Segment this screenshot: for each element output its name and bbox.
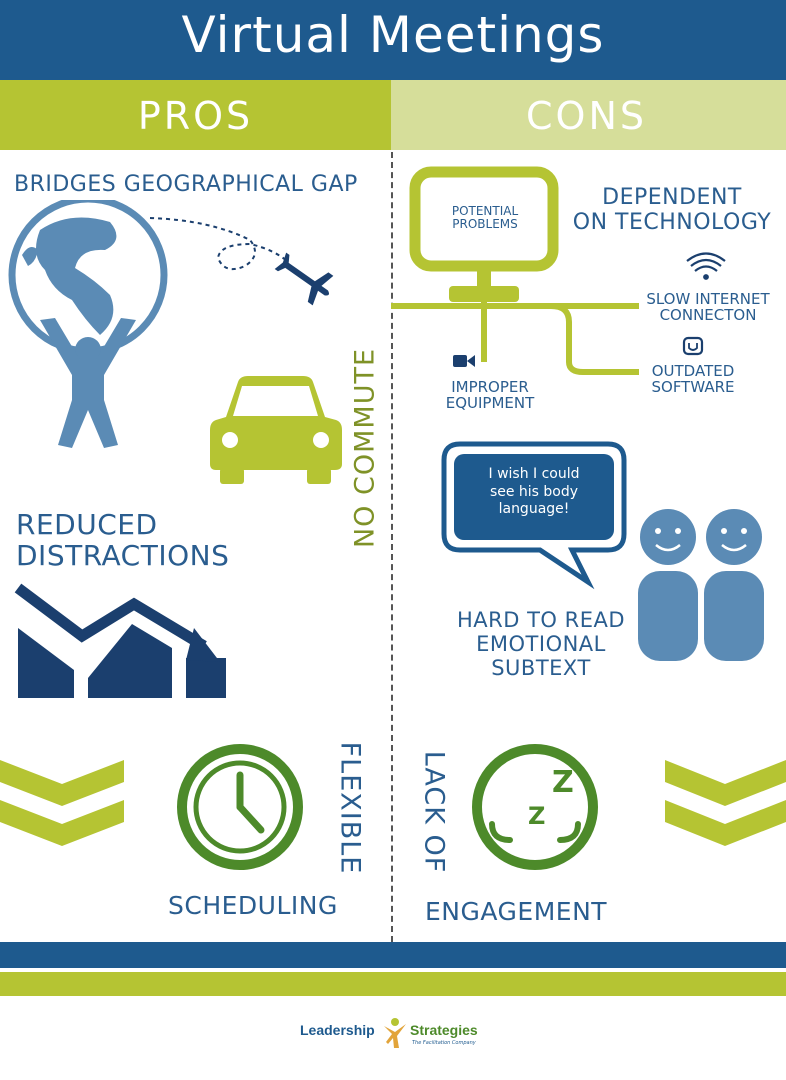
bubble-line1: I wish I could [488, 466, 580, 482]
brand-right-text: Strategies [410, 1022, 478, 1038]
improper-equipment-label: IMPROPER EQUIPMENT [432, 378, 548, 412]
svg-text:Z: Z [552, 765, 574, 800]
outdated-line1: OUTDATED [651, 362, 735, 380]
monitor-text-line2: PROBLEMS [452, 216, 518, 231]
dependent-line1: DEPENDENT [602, 185, 742, 210]
slow-internet-label: SLOW INTERNET CONNECTON [640, 290, 776, 324]
sleeping-face-icon: Z Z [472, 744, 598, 870]
hard-to-read-label: HARD TO READ EMOTIONAL SUBTEXT [448, 608, 634, 680]
speech-bubble-icon [441, 441, 627, 590]
person-left-icon [638, 509, 698, 661]
lack-of-label: LACK OF [418, 750, 450, 874]
monitor-text-line1: POTENTIAL [451, 204, 519, 218]
monitor-icon [409, 166, 559, 302]
person-holding-globe-icon [40, 318, 136, 448]
title-bar [0, 0, 786, 80]
engagement-label: ENGAGEMENT [425, 897, 608, 926]
airplane-icon [274, 252, 334, 306]
globe-figure-illustration [8, 200, 334, 448]
svg-text:Z: Z [528, 802, 545, 830]
improper-line1: IMPROPER [451, 378, 529, 396]
reduced-line: REDUCED [16, 508, 158, 541]
cons-label: CONS [526, 94, 647, 138]
brand-left-text: Leadership [300, 1022, 375, 1038]
slow-internet-line1: SLOW INTERNET [646, 290, 770, 308]
brand-tagline: The Facilitation Company [412, 1040, 476, 1046]
footer-blue-bar [0, 942, 786, 968]
slow-internet-line2: CONNECTON [659, 305, 757, 324]
software-icon [682, 336, 704, 356]
person-right-icon [704, 509, 764, 661]
geo-gap-label: BRIDGES GEOGRAPHICAL GAP [14, 172, 358, 197]
video-camera-icon [453, 355, 475, 367]
page-title: Virtual Meetings [181, 6, 605, 64]
figure-logo-icon [384, 1018, 406, 1048]
car-icon [210, 376, 342, 484]
flight-path [149, 217, 289, 271]
scheduling-label: SCHEDULING [168, 891, 338, 920]
dependent-line2: ON TECHNOLOGY [572, 210, 772, 236]
outdated-line2: SOFTWARE [651, 377, 735, 396]
brand-logo: Leadership Strategies The Facilitation C… [300, 1016, 500, 1050]
tech-network-diagram [391, 166, 726, 375]
reduced-distractions-label: REDUCED DISTRACTIONS [16, 508, 230, 572]
wifi-icon [686, 252, 726, 280]
two-people-icon [638, 509, 764, 661]
improper-line2: EQUIPMENT [445, 393, 535, 412]
distractions-line: DISTRACTIONS [16, 538, 230, 572]
left-chevrons-icon [0, 760, 124, 846]
dependent-tech-label: DEPENDENT ON TECHNOLOGY [572, 185, 772, 236]
flexible-label: FLEXIBLE [334, 741, 366, 875]
hard-read-line2: EMOTIONAL [476, 632, 606, 657]
pros-label: PROS [137, 94, 254, 138]
right-chevrons-icon [665, 760, 786, 846]
clock-icon [177, 744, 303, 870]
cons-header [391, 80, 786, 150]
pros-header [0, 80, 391, 150]
column-divider [391, 152, 393, 942]
monitor-text: POTENTIAL PROBLEMS [445, 205, 525, 230]
declining-chart-icon [14, 583, 226, 698]
bubble-line2: see his body [489, 483, 579, 500]
bubble-line3: language! [498, 501, 570, 517]
hard-read-line3: SUBTEXT [491, 656, 591, 681]
footer-green-bar [0, 972, 786, 996]
no-commute-label: NO COMMUTE [349, 347, 381, 549]
outdated-software-label: OUTDATED SOFTWARE [640, 362, 746, 396]
hard-read-line1: HARD TO READ [456, 608, 626, 632]
globe-icon [8, 200, 168, 355]
speech-bubble-text: I wish I could see his body language! [456, 466, 612, 519]
